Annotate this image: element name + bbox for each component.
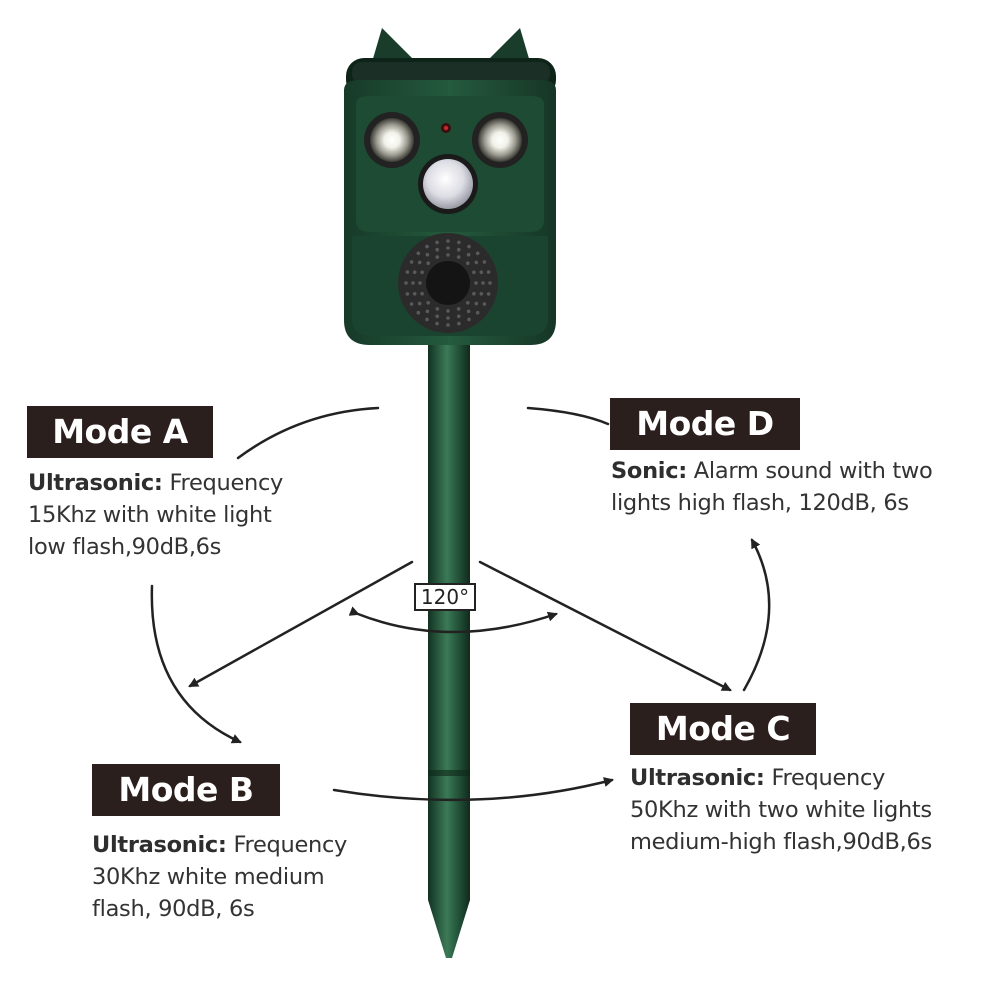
speaker-hole <box>466 309 471 314</box>
mode-cycle-arcs <box>150 406 771 802</box>
right-ear <box>490 28 530 62</box>
speaker-hole <box>446 253 450 257</box>
speaker-hole <box>435 247 440 252</box>
speaker-hole <box>479 270 484 275</box>
mode-c-line3: medium-high flash,90dB,6s <box>630 829 932 855</box>
speaker-hole <box>418 281 422 285</box>
speaker-hole <box>479 292 484 296</box>
speaker-hole <box>475 310 480 315</box>
speaker-hole <box>404 281 408 285</box>
speaker-hole <box>411 281 415 285</box>
speaker-hole <box>466 252 471 257</box>
speaker-hole <box>405 270 410 274</box>
speaker-hole <box>466 261 470 266</box>
mode-c-title: Mode C <box>630 703 816 755</box>
speaker-hole <box>482 260 487 264</box>
speaker-hole <box>457 321 461 326</box>
mode-b-line1: Frequency <box>226 832 348 858</box>
speaker-hole <box>426 301 431 305</box>
mode-b-title: Mode B <box>92 764 280 816</box>
speaker-hole <box>486 270 491 274</box>
speaker-hole <box>425 309 430 314</box>
mode-b-description: Ultrasonic: Frequency 30Khz white medium… <box>92 829 347 925</box>
speaker-hole <box>474 260 479 265</box>
speaker-hole <box>475 251 480 256</box>
arc-d-top <box>526 406 610 426</box>
speaker-hole <box>472 291 476 296</box>
mode-a-line2: 15Khz with white light <box>28 502 272 528</box>
mode-d-keyword: Sonic: <box>611 458 687 484</box>
speaker-hole <box>412 292 417 296</box>
speaker-hole <box>472 270 476 275</box>
coverage-line-right <box>478 560 732 692</box>
speaker-hole <box>457 240 461 245</box>
mode-b-keyword: Ultrasonic: <box>92 832 227 858</box>
speaker-hole <box>425 252 430 257</box>
speaker-hole <box>446 309 450 313</box>
speaker-hole <box>467 244 471 249</box>
speaker-hole <box>482 302 487 306</box>
angle-arc <box>348 606 558 634</box>
repeller-device <box>344 28 556 345</box>
mode-c-description: Ultrasonic: Frequency 50Khz with two whi… <box>630 762 932 858</box>
speaker-hole <box>446 246 450 250</box>
speaker-hole <box>425 244 429 249</box>
speaker-hole <box>446 239 450 243</box>
speaker-hole <box>457 247 461 252</box>
speaker-hole <box>474 281 478 285</box>
speaker-hole <box>409 302 414 306</box>
speaker-hole <box>426 261 431 266</box>
mode-c-line1: Frequency <box>764 765 886 791</box>
speaker-hole <box>417 260 422 265</box>
speaker-hole <box>409 260 414 264</box>
mode-a-title: Mode A <box>27 406 213 458</box>
speaker-hole <box>481 281 485 285</box>
mode-a-keyword: Ultrasonic: <box>28 470 163 496</box>
speaker-hole <box>416 310 421 315</box>
mode-a-description: Ultrasonic: Frequency 15Khz with white l… <box>28 467 283 563</box>
speaker-hole <box>486 292 491 296</box>
mode-d-line1: Alarm sound with two <box>686 458 933 484</box>
speaker-hole <box>435 307 440 311</box>
speaker-hole <box>456 255 461 259</box>
mode-c-keyword: Ultrasonic: <box>630 765 765 791</box>
arc-b-to-c <box>332 777 614 802</box>
left-ear <box>372 28 412 62</box>
speaker-hole <box>466 301 470 305</box>
mode-a-line3: low flash,90dB,6s <box>28 534 222 560</box>
speaker-hole <box>474 301 479 306</box>
mode-b-line2: 30Khz white medium <box>92 864 325 890</box>
speaker-hole <box>456 307 461 311</box>
speaker-hole <box>425 317 429 322</box>
speaker-hole <box>412 270 417 275</box>
speaker-hole <box>457 314 461 319</box>
ground-stake <box>428 340 470 958</box>
speaker-hole <box>416 251 421 256</box>
mode-a-line1: Frequency <box>162 470 284 496</box>
arc-c-to-d <box>742 538 771 692</box>
coverage-line-left <box>188 560 414 688</box>
speaker-hole <box>405 292 410 296</box>
mode-d-description: Sonic: Alarm sound with two lights high … <box>611 455 933 519</box>
speaker-hole <box>435 321 439 326</box>
mode-b-line3: flash, 90dB, 6s <box>92 896 255 922</box>
angle-label: 120° <box>414 583 476 611</box>
speaker-hole <box>420 291 424 296</box>
speaker-hole <box>488 281 492 285</box>
arc-a-to-b <box>150 584 242 744</box>
mode-d-title: Mode D <box>610 398 800 450</box>
speaker-hole <box>435 255 440 259</box>
speaker-hole <box>420 270 424 275</box>
speaker-hole <box>446 323 450 327</box>
speaker-hole <box>417 301 422 306</box>
speaker-hole <box>467 317 471 322</box>
speaker-hole <box>435 314 440 319</box>
mode-d-line2: lights high flash, 120dB, 6s <box>611 490 909 516</box>
mode-c-line2: 50Khz with two white lights <box>630 797 932 823</box>
arc-a-top <box>236 406 380 460</box>
speaker-hole <box>435 240 439 245</box>
speaker-hole <box>446 316 450 320</box>
